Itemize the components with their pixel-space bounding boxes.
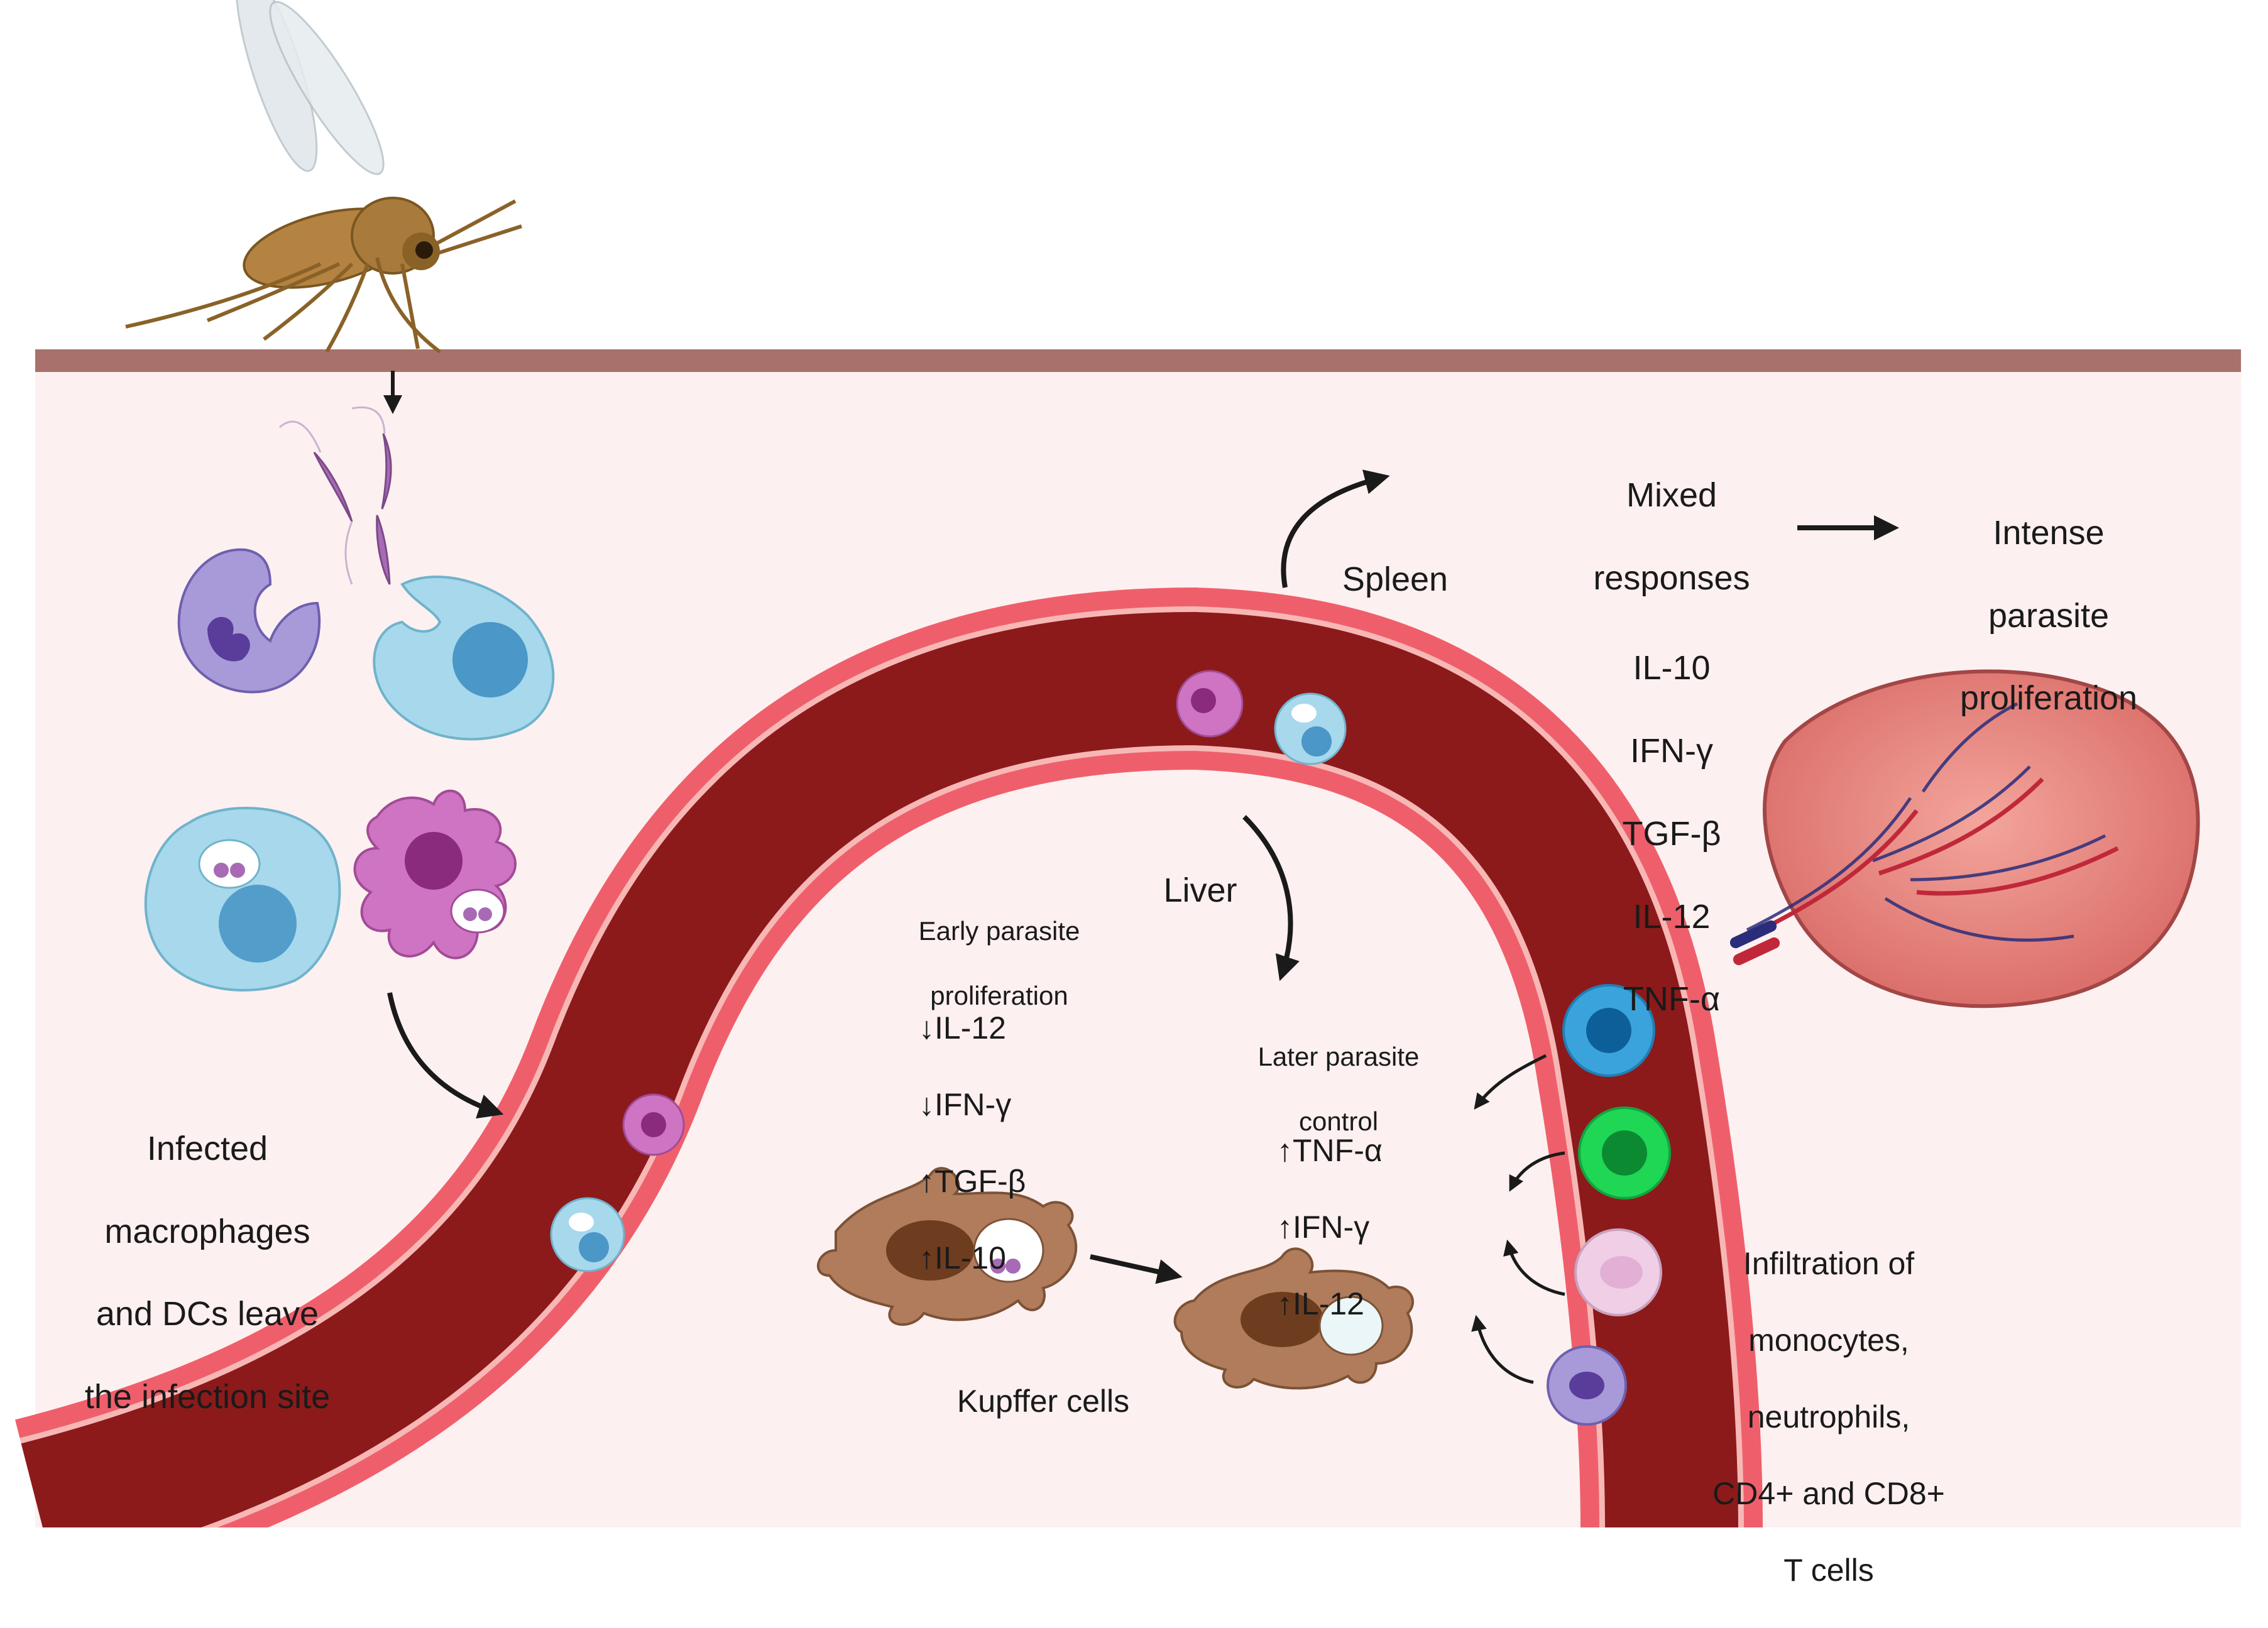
promastigote-icon	[279, 406, 392, 585]
monocyte-icon	[1562, 984, 1655, 1077]
intense-proliferation-line: proliferation	[1959, 679, 2138, 718]
infection-site-label: Infected macrophages and DCs leave the i…	[44, 1087, 371, 1460]
early-proliferation-title: Early parasite proliferation	[886, 883, 1112, 1044]
later-control-title-line: control	[1298, 1106, 1379, 1136]
spleen-label: Spleen	[1342, 560, 1449, 598]
skin-surface	[35, 349, 2241, 372]
diagram-canvas: Infected macrophages and DCs leave the i…	[14, 0, 2241, 1597]
spleen-icon	[1729, 669, 2200, 1008]
cytokine-item: ↓IL-12	[919, 1010, 1006, 1046]
cytokine-item: ↑TGF-β	[919, 1164, 1026, 1199]
mixed-responses-block: Mixed responses IL-10 IFN-γ TGF-β IL-12 …	[1565, 434, 1778, 1062]
infected-macrophage-icon	[144, 807, 341, 992]
mixed-responses-title-line: Mixed	[1626, 476, 1717, 514]
arrow-to-liver	[1242, 815, 1300, 981]
infiltration-line: CD4+ and CD8+	[1712, 1476, 1945, 1511]
cytokine-item: ↓IFN-γ	[919, 1087, 1012, 1122]
kupffer-cell-icon	[1173, 1247, 1415, 1390]
cytokine-item: ↑TNF-α	[1277, 1133, 1383, 1168]
infiltration-line: T cells	[1783, 1553, 1874, 1588]
t-cell-icon	[1574, 1228, 1662, 1316]
kupffer-cells-label: Kupffer cells	[956, 1384, 1130, 1419]
infiltration-label: Infiltration of monocytes, neutrophils, …	[1690, 1206, 1967, 1628]
cytokine-item: IL-10	[1633, 649, 1711, 687]
intense-proliferation-line: parasite	[1988, 596, 2110, 635]
infection-site-line: and DCs leave	[96, 1295, 319, 1333]
infected-dendritic-cell-icon	[622, 1093, 685, 1156]
spleen-hilum-vessels	[1729, 920, 1780, 966]
early-proliferation-title-line: Early parasite	[918, 916, 1080, 946]
illustration	[14, 0, 2241, 1597]
cytokine-item: IFN-γ	[1630, 732, 1713, 770]
intense-proliferation-line: Intense	[1993, 513, 2105, 552]
later-control-cytokines: ↑TNF-α ↑IFN-γ ↑IL-12	[1277, 1093, 1453, 1362]
intense-proliferation-label: Intense parasite proliferation	[1917, 471, 2181, 761]
infected-macrophage-icon	[1274, 692, 1347, 765]
infection-site-line: the infection site	[84, 1378, 331, 1416]
early-proliferation-title-line: proliferation	[930, 980, 1068, 1010]
infection-site-line: macrophages	[104, 1212, 310, 1250]
liver-label: Liver	[1163, 871, 1237, 909]
infiltration-line: neutrophils,	[1747, 1399, 1910, 1434]
early-proliferation-cytokines: ↓IL-12 ↓IFN-γ ↑TGF-β ↑IL-10	[919, 971, 1095, 1316]
cytokine-item: ↑IL-10	[919, 1240, 1006, 1276]
cytokine-item: TNF-α	[1623, 980, 1721, 1019]
infection-site-line: Infected	[146, 1129, 268, 1167]
later-control-title: Later parasite control	[1232, 1008, 1445, 1169]
infected-dendritic-cell-icon	[1176, 670, 1244, 738]
t-cell-icon	[1578, 1106, 1671, 1199]
infiltration-line: monocytes,	[1748, 1323, 1909, 1358]
cytokine-item: TGF-β	[1622, 814, 1721, 853]
arrow-to-vessel	[387, 992, 504, 1119]
cytokine-item: ↑IL-12	[1277, 1286, 1364, 1321]
infiltration-arrows	[1471, 1054, 1565, 1384]
infiltration-line: Infiltration of	[1743, 1246, 1915, 1281]
sandfly-icon	[125, 0, 522, 354]
arrow-kupffer-progression	[1090, 1254, 1183, 1284]
macrophage-icon	[373, 576, 555, 741]
mixed-responses-title-line: responses	[1593, 559, 1750, 597]
later-control-title-line: Later parasite	[1257, 1042, 1420, 1072]
arrow-to-spleen	[1281, 469, 1390, 588]
neutrophil-icon	[1547, 1345, 1627, 1426]
neutrophil-icon	[177, 548, 321, 694]
infected-dendritic-cell-icon	[353, 789, 517, 959]
cytokine-item: ↑IFN-γ	[1277, 1210, 1370, 1245]
kupffer-cell-icon	[817, 1167, 1078, 1326]
infected-macrophage-icon	[550, 1197, 625, 1272]
cytokine-item: IL-12	[1633, 897, 1711, 936]
